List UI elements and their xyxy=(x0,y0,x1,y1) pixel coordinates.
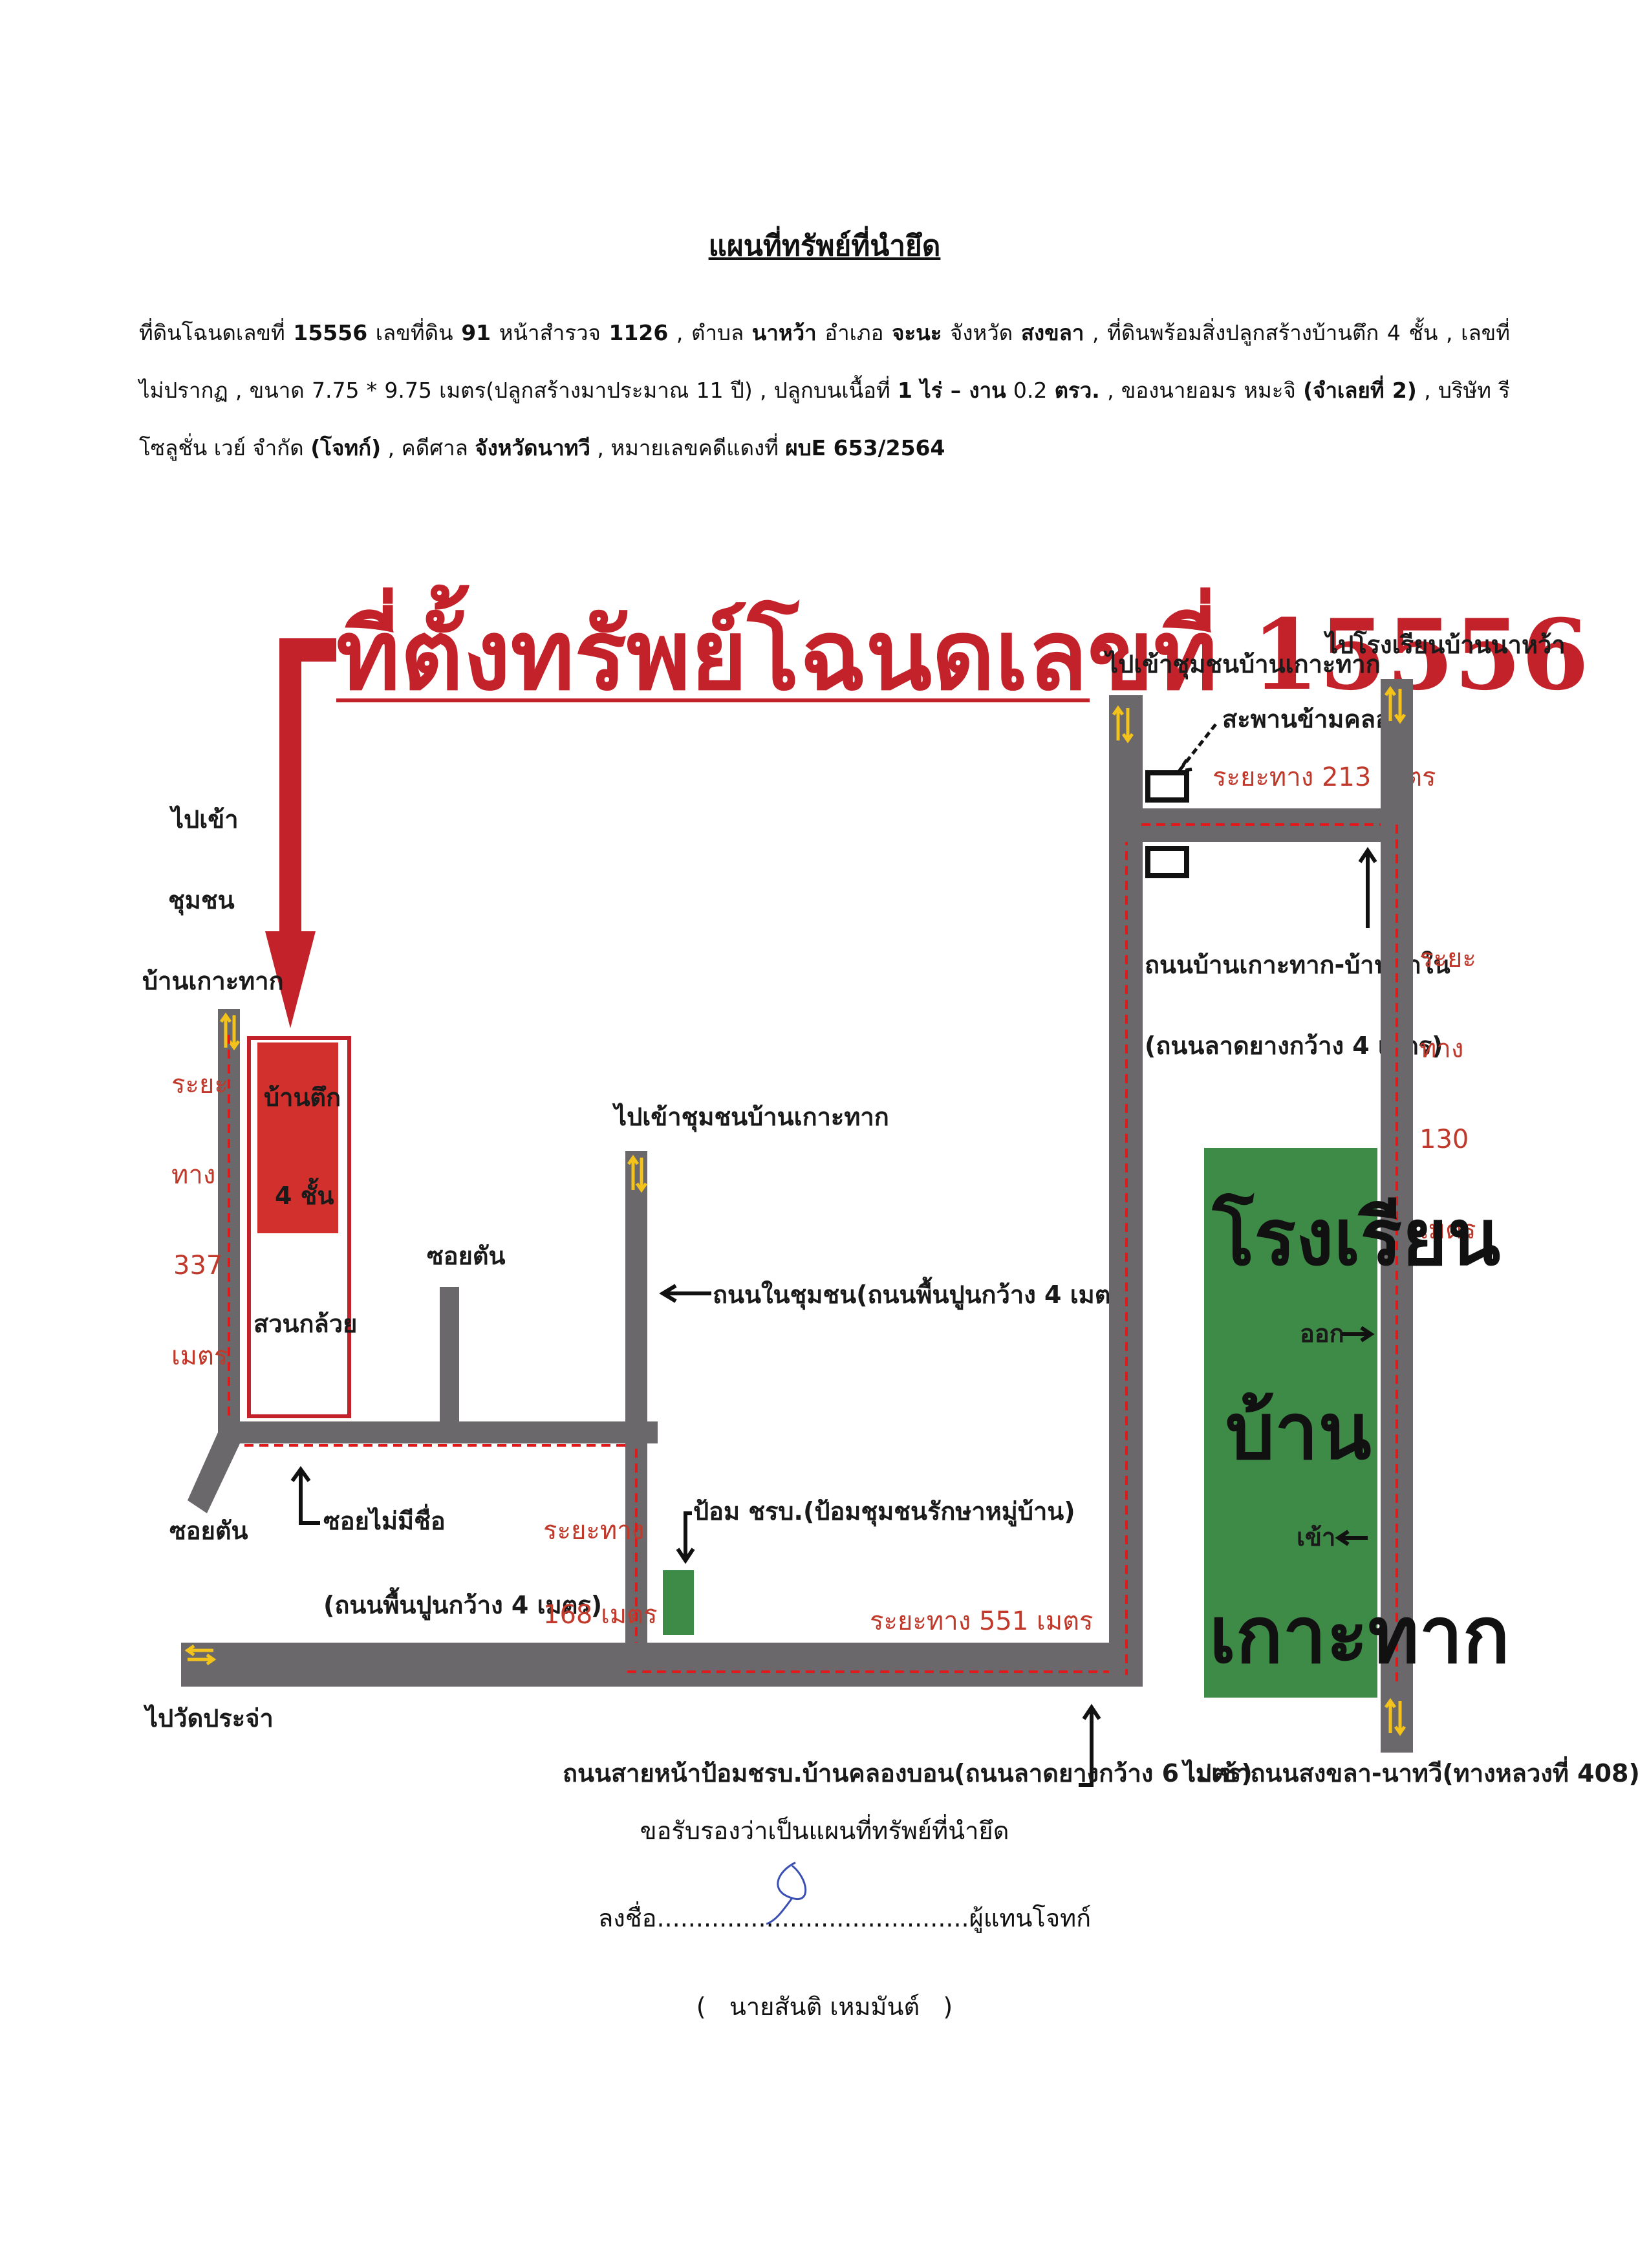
deed-number: 15556 xyxy=(293,320,368,345)
two-way-arrow-highway xyxy=(1384,1698,1406,1736)
two-way-arrow-top xyxy=(1112,705,1134,744)
banana-plantation-label: สวนกล้วย xyxy=(253,1310,357,1338)
road-unnamed-soi xyxy=(218,1421,658,1443)
unnamed-soi-label: ซอยไม่มีชื่อ xyxy=(323,1504,446,1535)
right-road-pointer xyxy=(1358,847,1377,928)
to-community-mid-label: ไปเข้าชุมชนบ้านเกาะทาก xyxy=(612,1103,889,1132)
enter-arrow xyxy=(1335,1529,1368,1546)
map-title-underline xyxy=(336,698,1090,702)
to-school-top-label: ไปโรงเรียนบ้านนาหว้า xyxy=(1323,630,1566,659)
property-description: ที่ดินโฉนดเลขที่ 15556 เลขที่ดิน 91 หน้า… xyxy=(139,320,1510,460)
two-way-arrow-temple xyxy=(184,1644,217,1666)
bridge-label: สะพานข้ามคลอง xyxy=(1222,705,1402,733)
to-community-left-line1: ไปเข้า xyxy=(169,805,239,834)
signatory-name: ( นายสันติ เหมมันต์ ) xyxy=(696,1993,953,2021)
dist-130-line2: ทาง xyxy=(1419,1034,1463,1064)
dist-337-line1: ระยะ xyxy=(171,1070,228,1099)
exit-arrow xyxy=(1342,1326,1375,1343)
dist-337-line3: 337 xyxy=(173,1251,222,1280)
school-block xyxy=(1204,1148,1377,1698)
dead-end-top-label: ซอยตัน xyxy=(427,1242,506,1270)
unnamed-soi-sublabel: (ถนนพื้นปูนกว้าง 4 เมตร) xyxy=(323,1587,602,1621)
exit-label: ออก xyxy=(1300,1319,1344,1348)
signature-line: ลงชื่อ..................................… xyxy=(598,1904,1092,1932)
community-road-label: ถนนในชุมชน(ถนนพื้นปูนกว้าง 4 เมตร) xyxy=(713,1277,1135,1310)
certification-text: ขอรับรองว่าเป็นแผนที่ทรัพย์ที่นำยึด xyxy=(640,1817,1009,1845)
security-post-label: ป้อม ชรบ.(ป้อมชุมชนรักษาหมู่บ้าน) xyxy=(693,1497,1075,1527)
main-road-pointer xyxy=(1079,1703,1101,1787)
two-way-arrow-mid xyxy=(627,1154,648,1193)
to-community-top-label: ไปเข้าชุมชนบ้านเกาะทาก xyxy=(1103,650,1381,680)
bridge-lower xyxy=(1145,846,1189,878)
road-dead-end-top xyxy=(440,1287,459,1423)
case-number: ผบE 653/2564 xyxy=(785,435,945,460)
bridge-upper xyxy=(1145,770,1189,803)
unnamed-soi-pointer xyxy=(290,1465,320,1525)
road-community xyxy=(625,1151,647,1649)
house-label-2: 4 ชั้น xyxy=(275,1178,334,1210)
dead-end-bottom-label: ซอยตัน xyxy=(169,1517,248,1545)
dist-168-line1: ระยะทาง xyxy=(543,1516,644,1546)
dist-337-line2: ทาง xyxy=(171,1160,215,1190)
dist-337-line4: เมตร xyxy=(171,1341,228,1371)
enter-label: เข้า xyxy=(1297,1523,1335,1551)
security-post-pointer xyxy=(676,1511,695,1564)
bridge-pointer xyxy=(1175,723,1217,774)
house-label-1: บ้านตึก xyxy=(264,1083,341,1112)
to-highway-label: ไปเข้าถนนสงขลา-นาทวี(ทางหลวงที่ 408) xyxy=(1181,1756,1640,1787)
to-community-left-line3: บ้านเกาะทาก xyxy=(142,967,284,995)
to-community-left-line2: ชุมชน xyxy=(168,886,235,916)
two-way-arrow-school xyxy=(1384,686,1406,724)
to-temple-label: ไปวัดประจ่า xyxy=(143,1704,274,1733)
dist-130-line3: 130 xyxy=(1419,1125,1469,1154)
house-4-storey xyxy=(257,1042,338,1233)
community-road-pointer xyxy=(659,1284,711,1303)
school-label-1: โรงเรียน xyxy=(1212,1192,1500,1283)
dist-551: ระยะทาง 551 เมตร xyxy=(870,1606,1094,1636)
school-label-2: บ้าน xyxy=(1225,1386,1372,1477)
dist-168-line2: 168 เมตร xyxy=(543,1600,658,1630)
dist-130-line4: เมตร xyxy=(1419,1215,1476,1245)
road-dead-end-bottom xyxy=(188,1432,240,1513)
dist-130-line1: ระยะ xyxy=(1419,944,1476,973)
school-label-3: เกาะทาก xyxy=(1209,1590,1510,1681)
main-road-label: ถนนสายหน้าป้อมชรบ.บ้านคลองบอน(ถนนลาดยางก… xyxy=(563,1759,1253,1787)
pointer-vertical xyxy=(279,638,301,936)
pointer-arrowhead xyxy=(265,931,316,1028)
two-way-arrow-left xyxy=(219,1012,241,1051)
document-title: แผนที่ทรัพย์ที่นำยึด xyxy=(708,230,941,263)
road-main xyxy=(181,1643,1141,1687)
security-post xyxy=(663,1570,694,1635)
signature-mark xyxy=(766,1861,807,1925)
map-title: ที่ตั้งทรัพย์โฉนดเลขที่ 15556 xyxy=(336,584,1589,712)
